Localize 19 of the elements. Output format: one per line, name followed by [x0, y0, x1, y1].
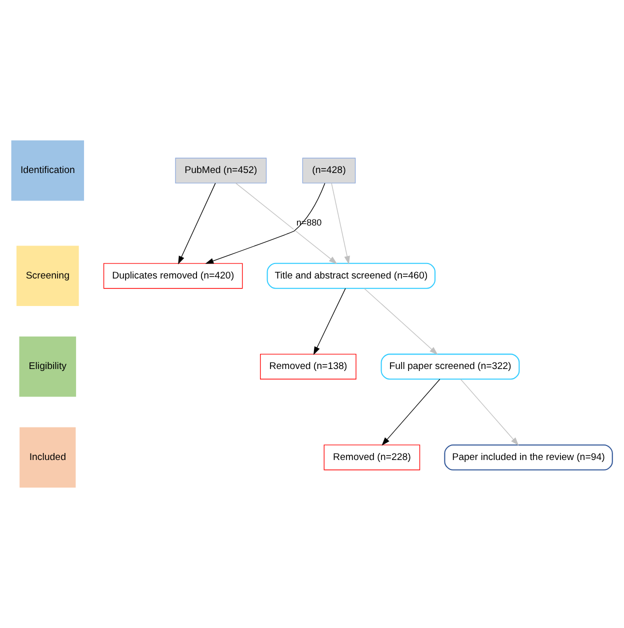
node-box: Removed (n=138) — [260, 354, 356, 380]
node-box: Title and abstract screened (n=460) — [266, 262, 436, 289]
node-box: Removed (n=228) — [324, 444, 420, 470]
node-box: Identification — [11, 140, 84, 201]
arrow — [178, 182, 216, 264]
node-box: Screening — [16, 246, 79, 306]
arrow — [460, 378, 519, 446]
node-box: Eligibility — [19, 336, 76, 397]
node-box: (n=428) — [302, 158, 356, 184]
node-box: Full paper screened (n=322) — [380, 354, 520, 380]
arrow — [364, 288, 438, 355]
node-box: Duplicates removed (n=420) — [103, 263, 243, 289]
arrow — [331, 182, 350, 264]
node-box: Paper included in the review (n=94) — [444, 444, 613, 470]
arrow — [382, 378, 440, 446]
node-box: PubMed (n=452) — [175, 158, 267, 184]
node-box: Included — [20, 427, 76, 488]
arrow — [235, 182, 338, 264]
arrow — [313, 288, 346, 355]
